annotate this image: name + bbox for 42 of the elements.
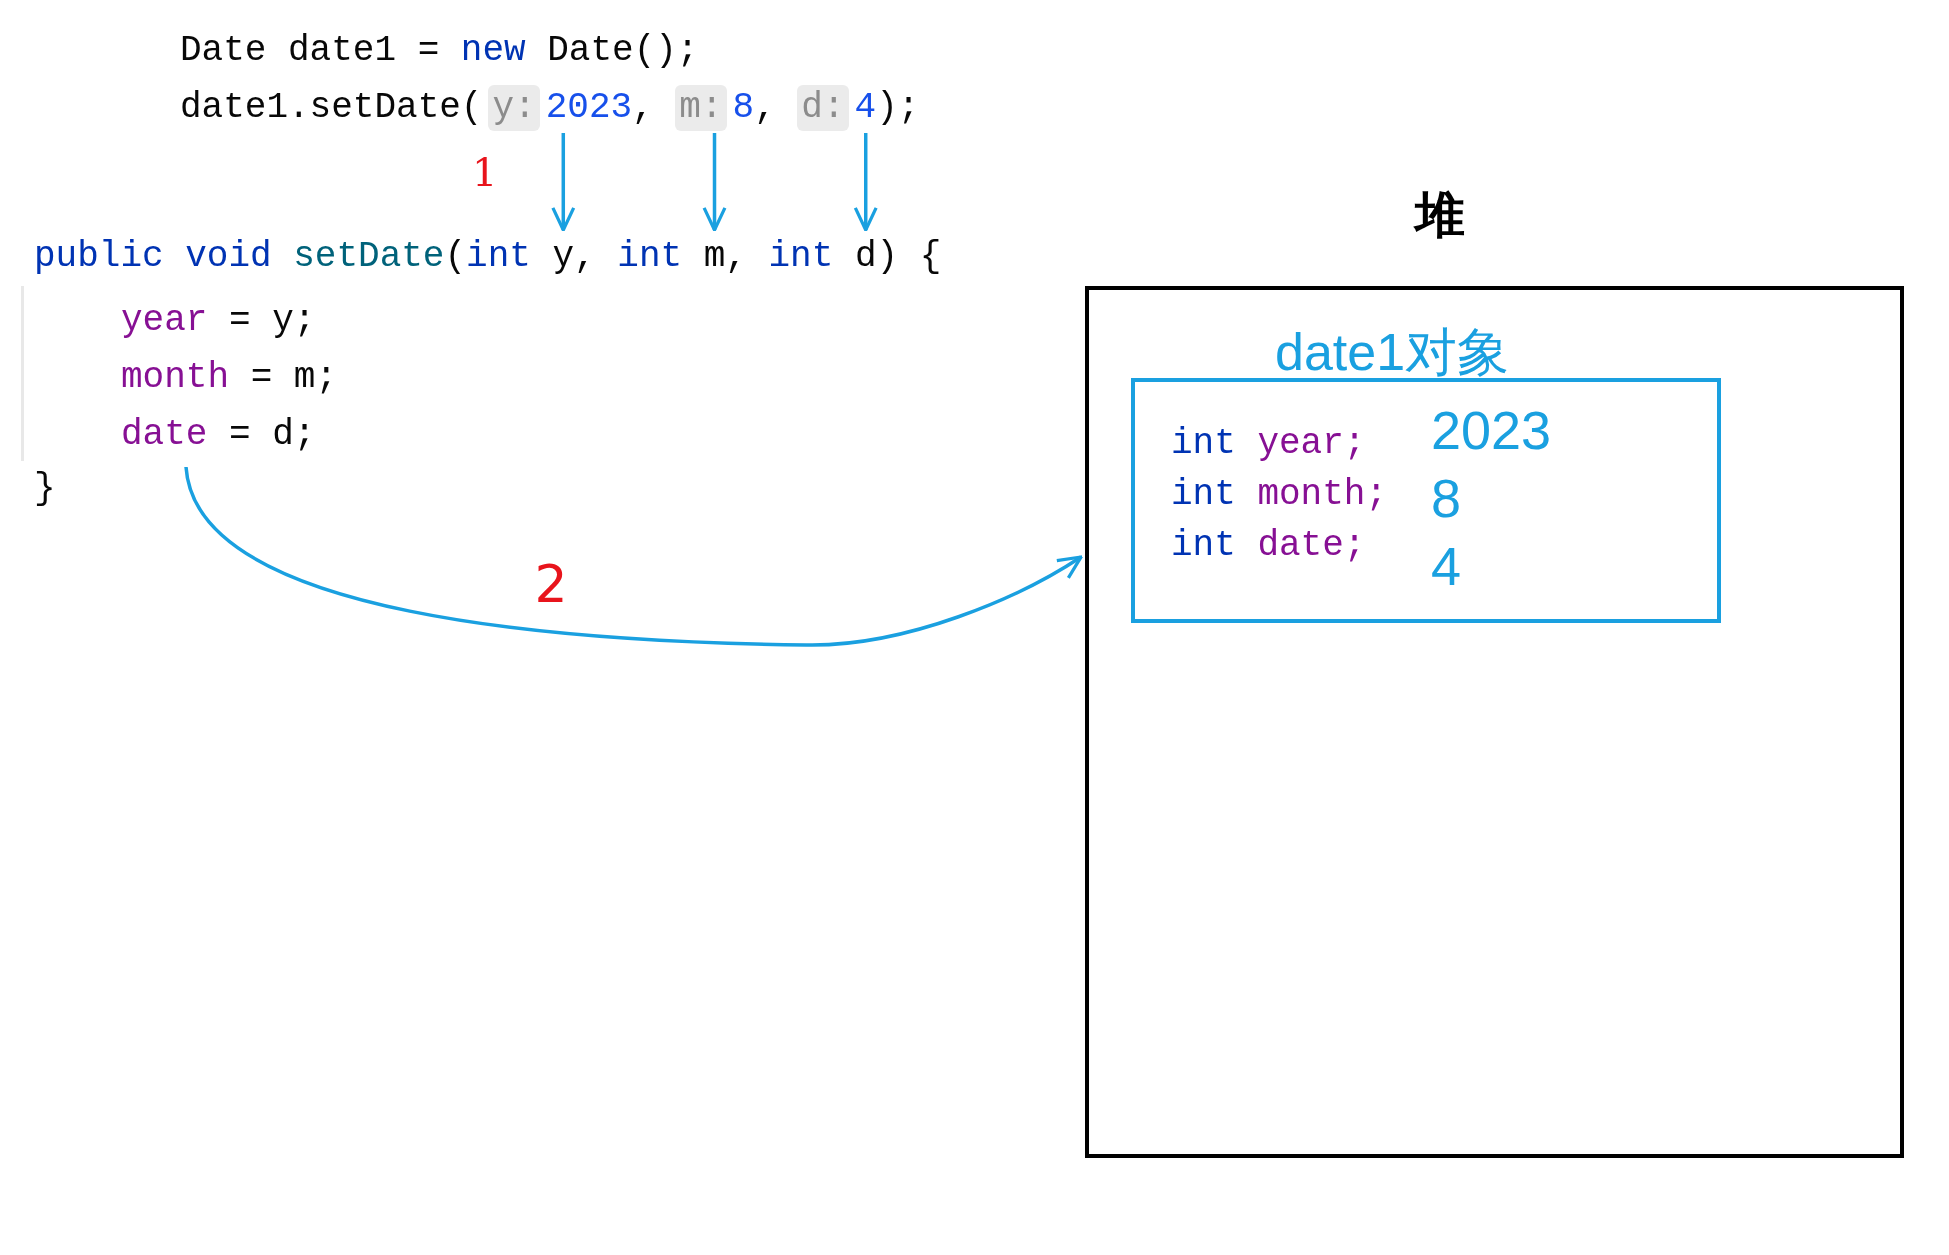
field-value: 2023	[1431, 399, 1552, 462]
arrow	[551, 133, 576, 232]
code-token: ,	[754, 86, 776, 130]
parameter-name: d	[854, 234, 877, 280]
object-title: date1对象	[1275, 326, 1510, 378]
field-declaration: int year;	[1171, 422, 1367, 466]
parameter-name: y	[552, 234, 575, 280]
code-line: month = m;	[121, 356, 338, 400]
field-value: 4	[1431, 535, 1463, 598]
code-token: Date date1 =	[180, 29, 440, 73]
code-token: (	[444, 235, 467, 279]
code-token: date1.setDate(	[180, 86, 483, 130]
argument-value: 8	[732, 85, 755, 131]
parameter-name: m	[703, 234, 726, 280]
parameter-hint: m:	[675, 85, 727, 131]
argument-value: 4	[854, 85, 877, 131]
field-value: 8	[1431, 467, 1463, 530]
code-token: int	[466, 235, 531, 279]
arrow	[853, 133, 878, 232]
field-declaration: int month;	[1171, 473, 1388, 517]
arrow	[702, 133, 727, 232]
heap-title: 堆	[1415, 190, 1465, 240]
code-token: new	[460, 29, 526, 73]
field-declaration: int date;	[1171, 524, 1367, 568]
code-line: year = y;	[121, 299, 317, 343]
code-token: }	[34, 467, 56, 511]
code-token: ) {	[876, 235, 942, 279]
code-token: int	[617, 235, 683, 279]
code-token: int	[768, 235, 834, 279]
step-number: 1	[472, 152, 498, 192]
code-line: date = d;	[121, 413, 317, 457]
code-token: Date();	[547, 29, 699, 73]
code-token: public void	[34, 235, 272, 279]
argument-value: 2023	[545, 85, 633, 131]
code-token: ,	[632, 86, 654, 130]
code-token: ,	[725, 235, 747, 279]
code-token: );	[876, 86, 920, 130]
code-token: ,	[574, 235, 596, 279]
parameter-hint: y:	[488, 85, 540, 131]
parameter-hint: d:	[797, 85, 849, 131]
curved-arrow	[184, 466, 1083, 647]
code-token: setDate	[293, 235, 445, 279]
